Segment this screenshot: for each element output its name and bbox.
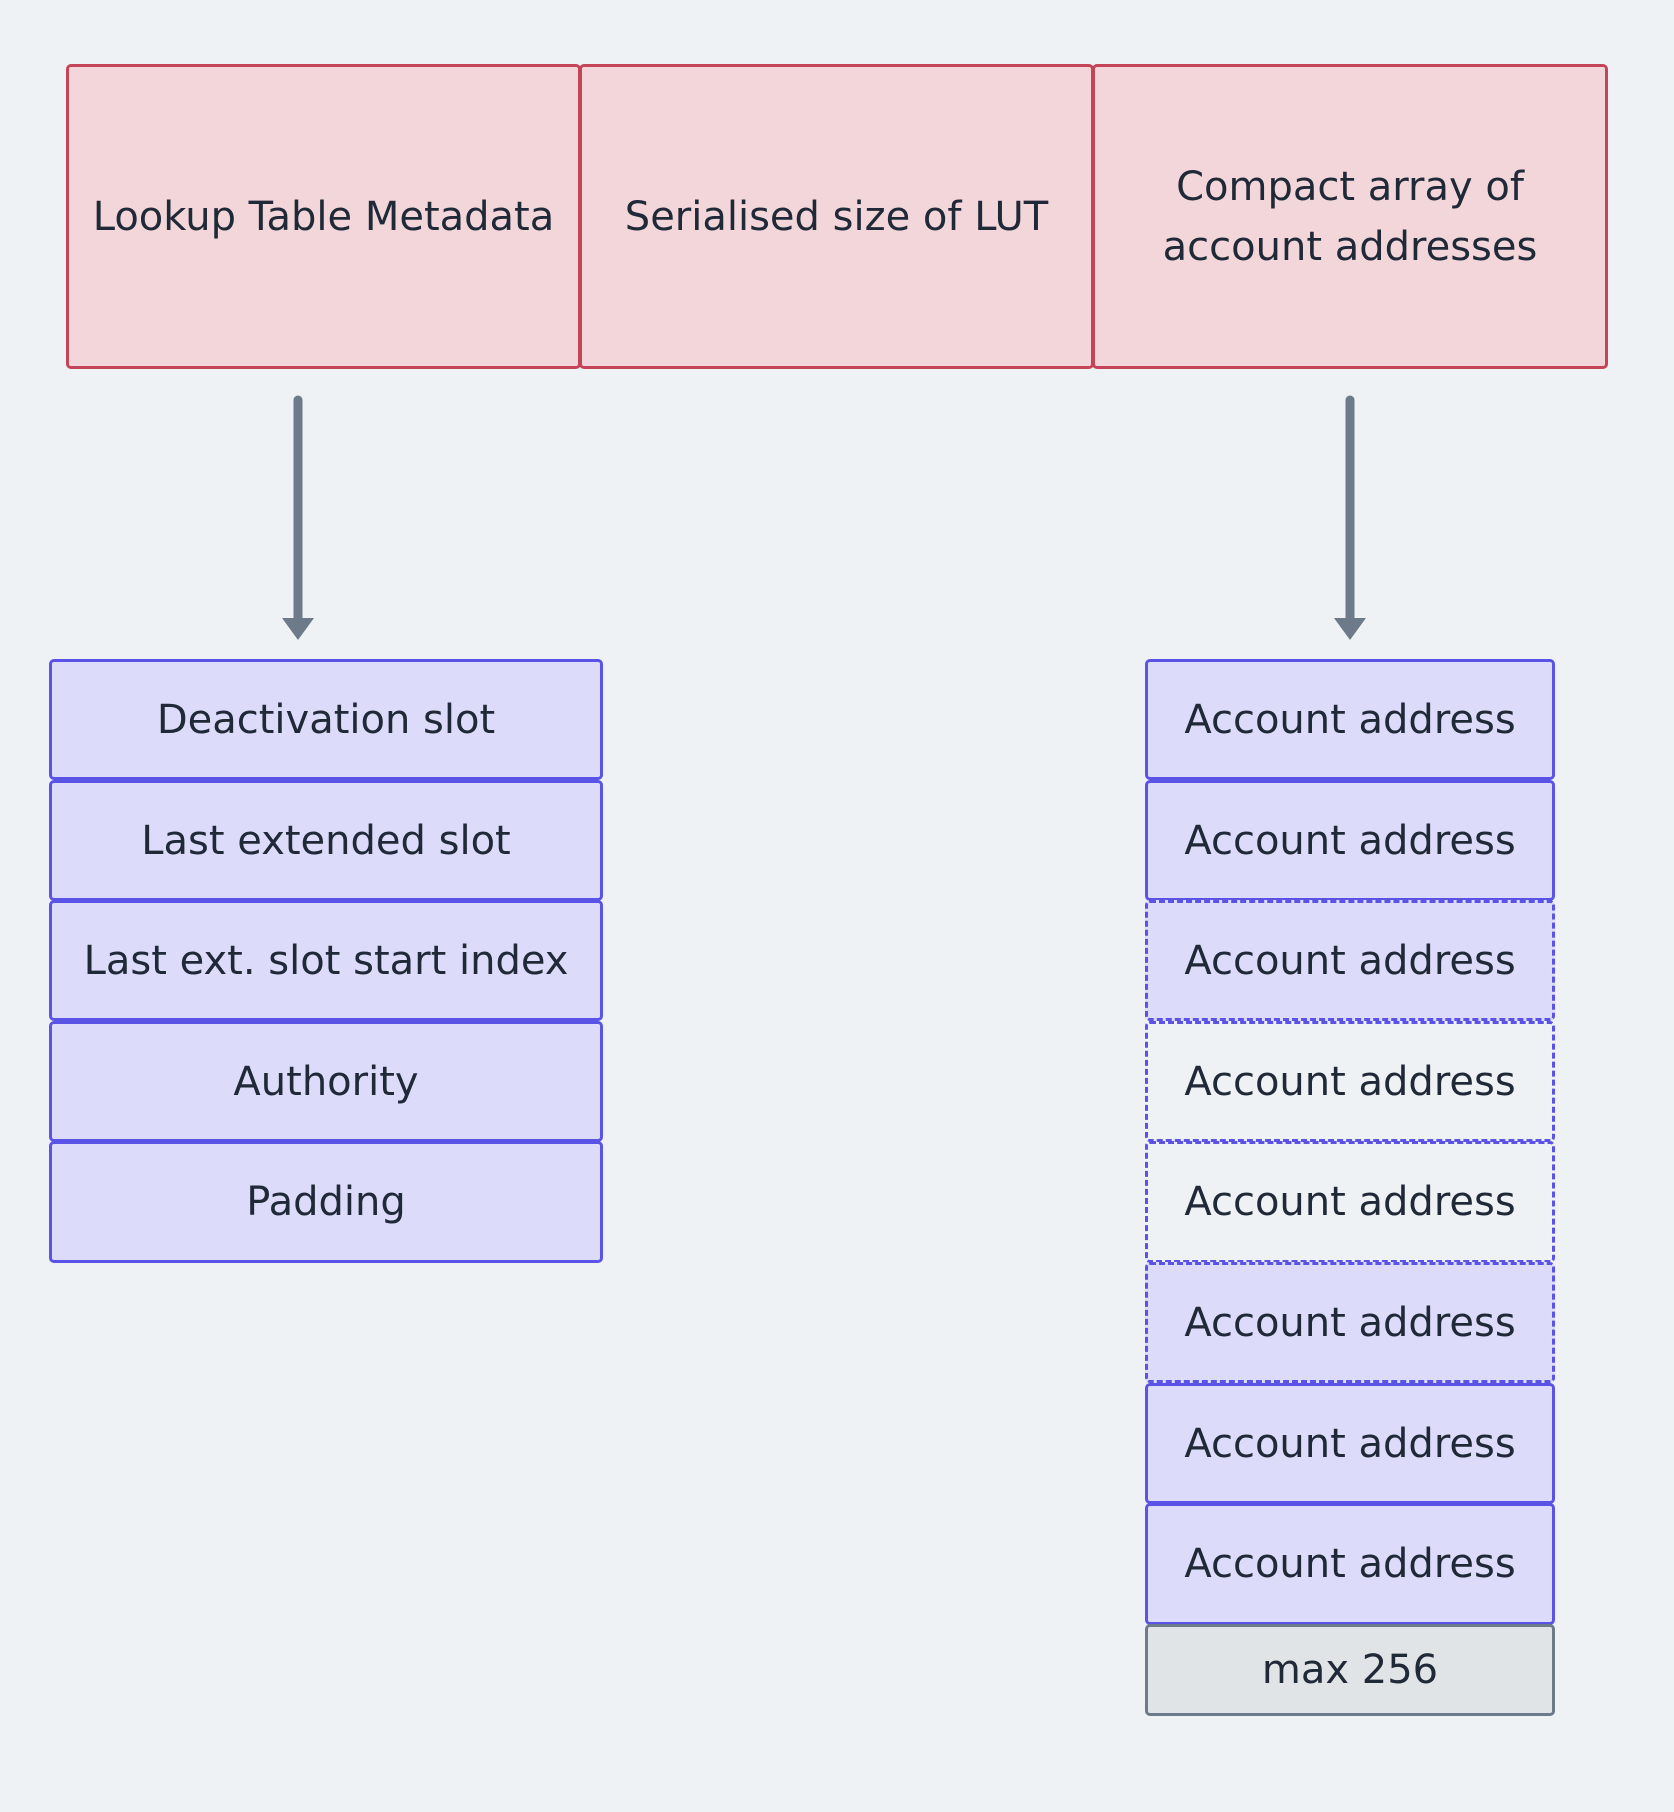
field-label: Last extended slot <box>141 817 511 864</box>
account-address-cell: Account address <box>1145 900 1555 1021</box>
account-address-cell: Account address <box>1145 659 1555 780</box>
metadata-field-padding: Padding <box>49 1141 603 1263</box>
metadata-field-deactivation-slot: Deactivation slot <box>49 659 603 780</box>
account-address-cell: Account address <box>1145 1021 1555 1142</box>
address-label: Account address <box>1184 1541 1516 1587</box>
account-address-cell: Account address <box>1145 1141 1555 1263</box>
address-label: Account address <box>1184 937 1516 984</box>
field-label: Authority <box>233 1058 419 1105</box>
address-label: Account address <box>1184 1058 1516 1105</box>
max-count-box: max 256 <box>1145 1624 1555 1716</box>
account-address-cell: Account address <box>1145 1503 1555 1625</box>
account-address-cell: Account address <box>1145 780 1555 901</box>
field-label: Padding <box>246 1179 406 1225</box>
compact-array-box: Compact array of account addresses <box>1092 64 1608 369</box>
metadata-field-last-extended-slot: Last extended slot <box>49 780 603 901</box>
serialised-size-box: Serialised size of LUT <box>579 64 1094 369</box>
account-address-cell: Account address <box>1145 1383 1555 1504</box>
field-label: Deactivation slot <box>156 696 496 743</box>
compact-array-label: Compact array of account addresses <box>1162 163 1538 270</box>
address-label: Account address <box>1184 817 1516 864</box>
serialised-size-label: Serialised size of LUT <box>624 193 1049 240</box>
account-address-cell: Account address <box>1145 1262 1555 1383</box>
metadata-box: Lookup Table Metadata <box>66 64 581 369</box>
metadata-label: Lookup Table Metadata <box>92 193 555 240</box>
field-label: Last ext. slot start index <box>83 937 569 984</box>
arrow-compact-array <box>1334 395 1366 640</box>
max-count-label: max 256 <box>1261 1647 1439 1693</box>
address-label: Account address <box>1184 1179 1516 1225</box>
metadata-field-last-ext-slot-start-index: Last ext. slot start index <box>49 900 603 1021</box>
address-label: Account address <box>1184 696 1516 743</box>
address-label: Account address <box>1184 1420 1516 1467</box>
address-label: Account address <box>1184 1299 1516 1346</box>
arrow-metadata <box>282 395 314 640</box>
metadata-field-authority: Authority <box>49 1021 603 1142</box>
